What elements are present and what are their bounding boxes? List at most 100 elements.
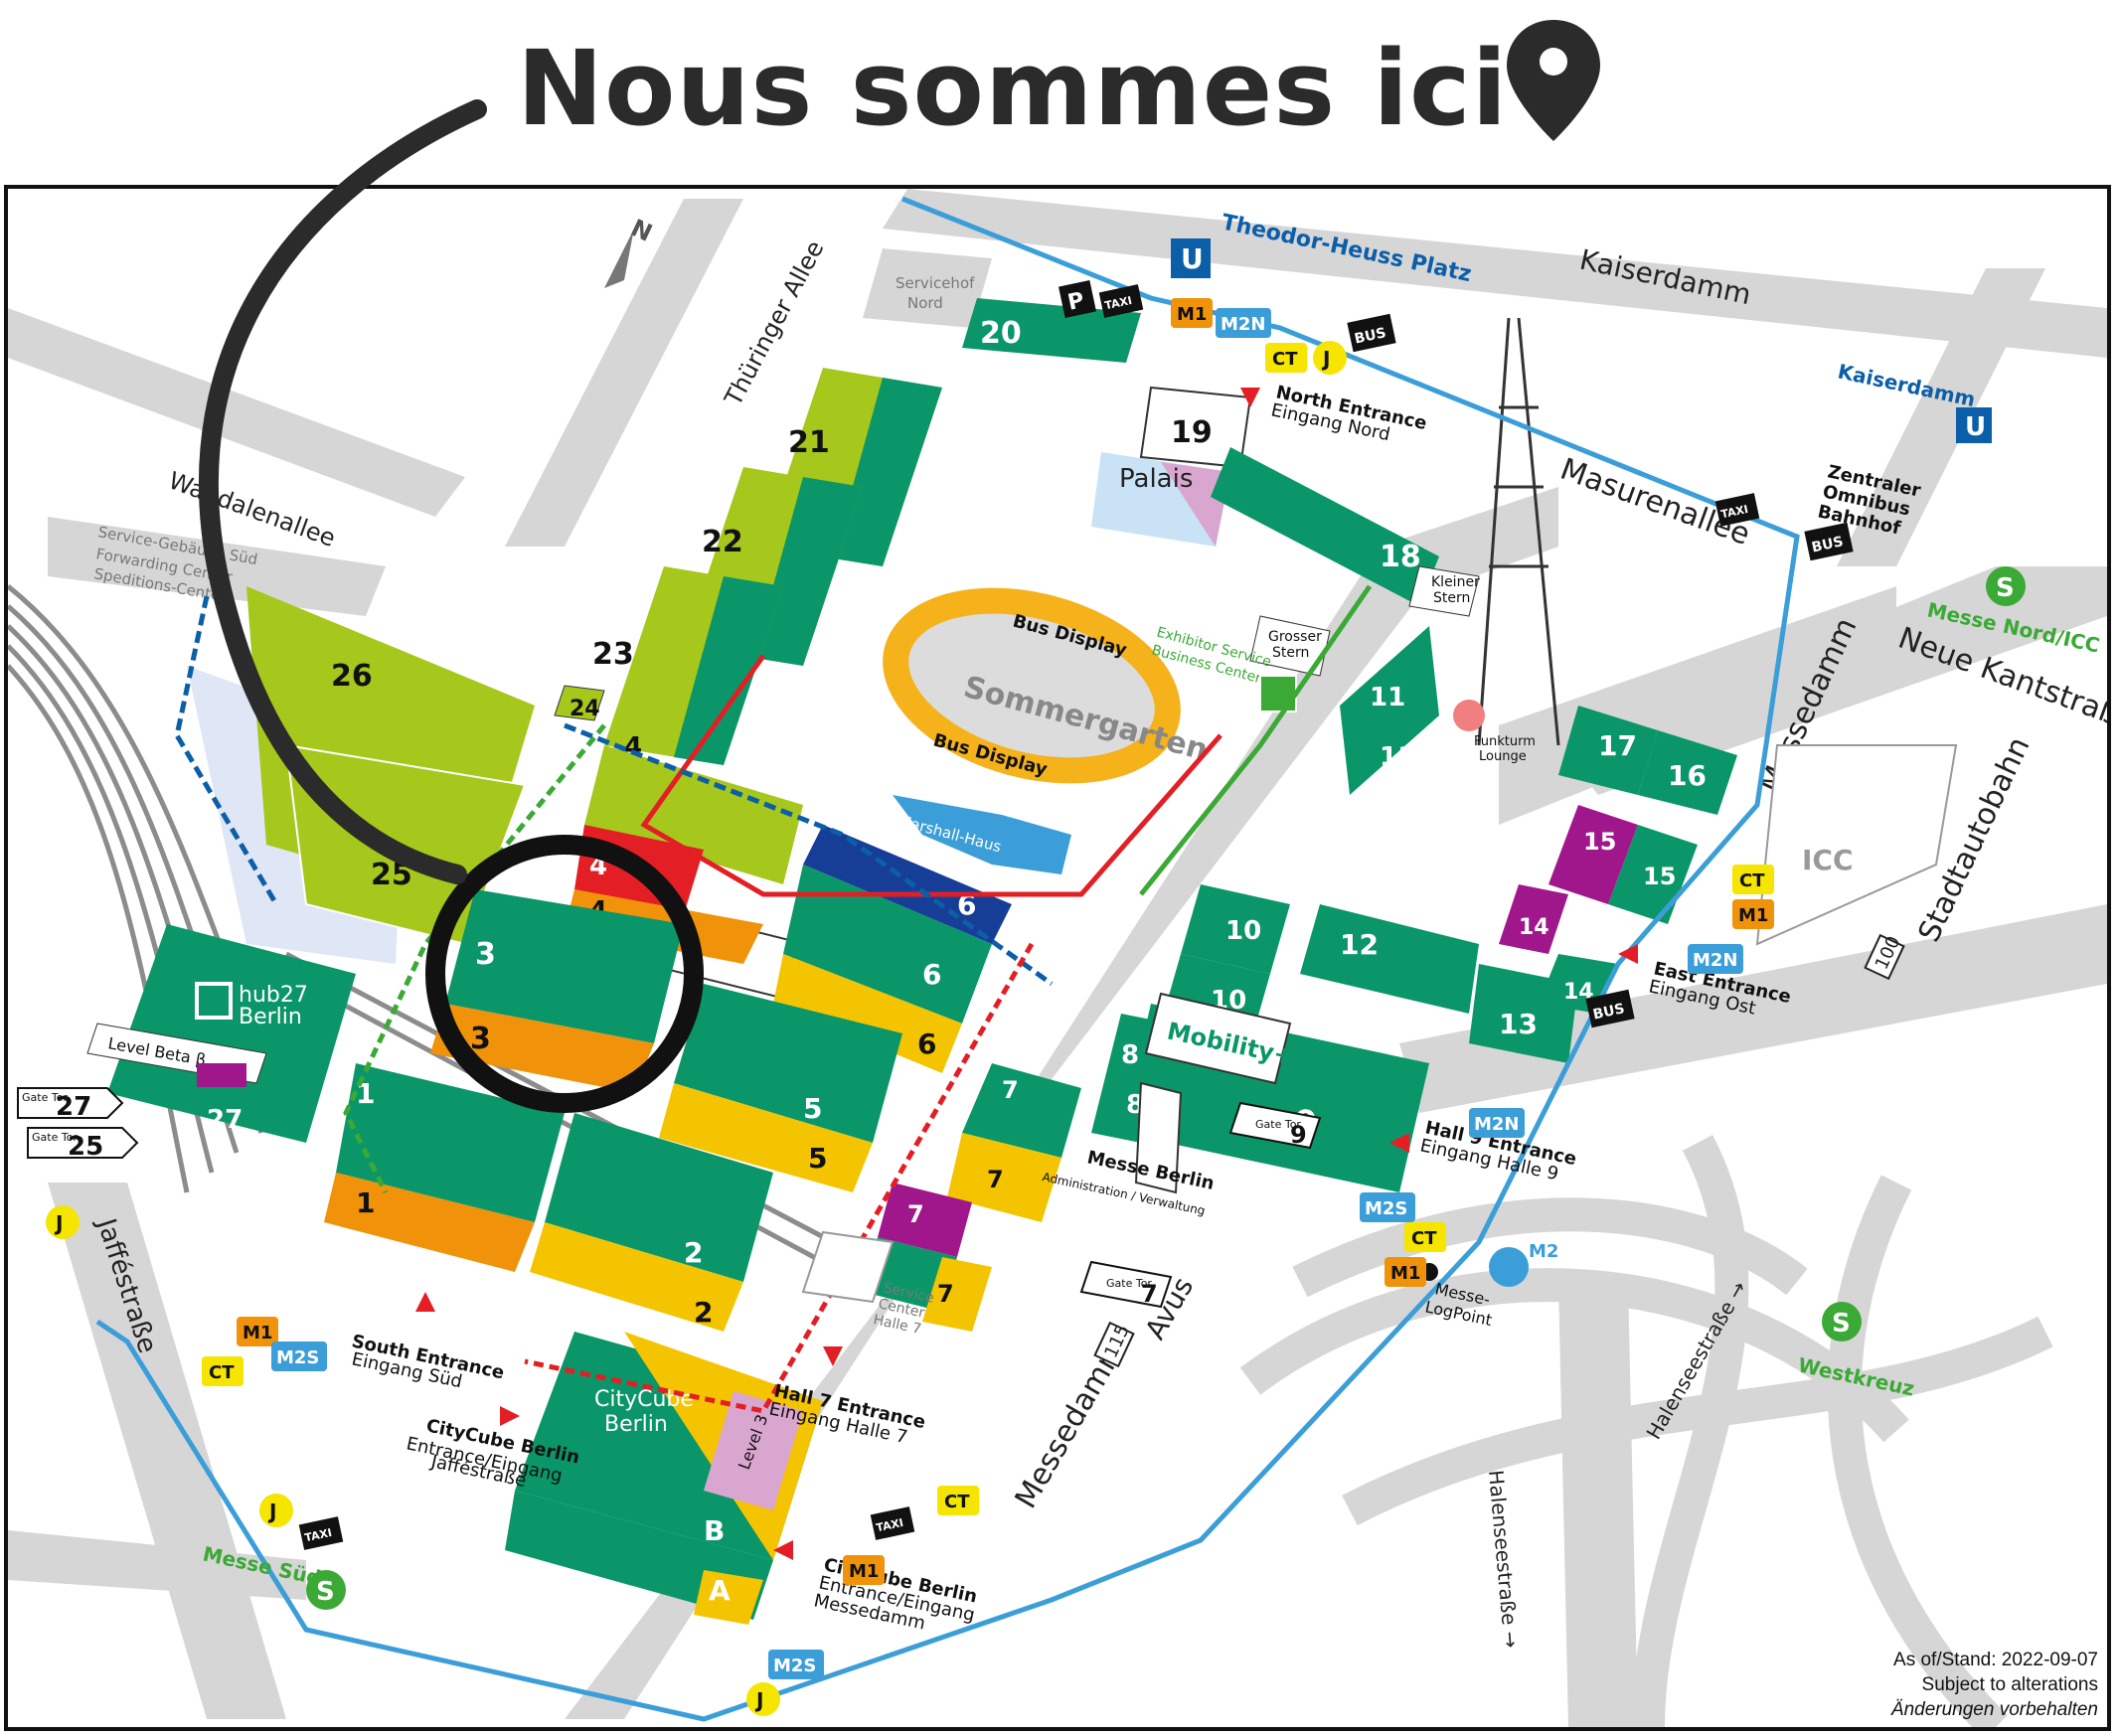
map-canvas: Servicehof Nord Service-Gebäude Süd Forw… (8, 189, 2107, 1727)
taxi-north-label: TAXI (1103, 294, 1133, 312)
hall-24[interactable] (554, 685, 605, 721)
hall-15-2[interactable] (1548, 805, 1638, 904)
hall-7-2a[interactable] (878, 1183, 972, 1257)
metro-m2n-north[interactable]: M2N (1216, 308, 1271, 338)
hall-2-2[interactable] (545, 1113, 773, 1282)
kleiner-stern-label: Kleiner (1431, 574, 1480, 590)
hall-11-1-label: 11 (1380, 742, 1415, 772)
hall-6-1[interactable] (773, 954, 962, 1073)
hall-5-3[interactable] (584, 745, 803, 884)
metro-m1-east[interactable]: M1 (1732, 899, 1774, 929)
ct-messedamm[interactable]: CT (937, 1486, 979, 1515)
hall-14-2[interactable] (1499, 884, 1568, 954)
hall-6-2-label: 6 (922, 958, 941, 991)
gate-25[interactable]: Gate Tor 25 (27, 1127, 139, 1162)
j-messedamm[interactable]: J (746, 1682, 780, 1716)
sbahn-messe-sued-s: S (316, 1577, 335, 1607)
hall-12-label: 12 (1340, 928, 1379, 961)
metro-m1-messedamm[interactable]: M1 (843, 1555, 885, 1585)
citycube-hall-a-label: A (709, 1574, 731, 1607)
metro-m1-messedamm-label: M1 (849, 1561, 879, 1582)
hall-6-3[interactable] (803, 825, 1012, 944)
j-south[interactable]: J (259, 1494, 293, 1527)
ct-west[interactable]: CT (202, 1356, 244, 1386)
metro-m1-north[interactable]: M1 (1171, 298, 1213, 328)
taxi-north[interactable]: TAXI (1098, 284, 1144, 318)
ubahn-theodor-heuss-icon (1171, 238, 1211, 278)
hall-4-2[interactable] (674, 984, 902, 1143)
taxi-zob-label: TAXI (1719, 503, 1749, 521)
hall-17[interactable] (1558, 706, 1658, 795)
metro-m1-west[interactable]: M1 (237, 1317, 278, 1346)
hall-10-2[interactable] (1181, 884, 1290, 974)
gate-27[interactable]: Gate Tor 27 (17, 1087, 124, 1122)
hall-11[interactable] (1340, 626, 1439, 795)
metro-m2n-hall9-label: M2N (1474, 1114, 1520, 1135)
mobility-building[interactable] (1144, 992, 1292, 1085)
taxi-messedamm[interactable]: TAXI (870, 1506, 915, 1540)
hub27-logo-icon (195, 982, 233, 1020)
j-north[interactable]: J (1313, 341, 1347, 375)
hall-2-1[interactable] (530, 1222, 743, 1332)
hall-21-label: 21 (788, 425, 830, 460)
hall-3-1[interactable] (430, 1004, 654, 1093)
metro-m1-hall9-label: M1 (1390, 1263, 1420, 1284)
gate-25-label: Gate Tor (32, 1131, 78, 1144)
gate-7[interactable]: Gate Tor 7 (1079, 1260, 1173, 1309)
you-are-here-circle (425, 835, 704, 1113)
ct-north[interactable]: CT (1265, 343, 1307, 373)
hall-14-2-label: 14 (1519, 915, 1549, 940)
hall-18[interactable] (1211, 447, 1439, 606)
hall-18-label: 18 (1380, 540, 1421, 574)
hall-12[interactable] (1300, 904, 1479, 1014)
exhibition-map: Servicehof Nord Service-Gebäude Süd Forw… (4, 185, 2111, 1731)
metro-m1-hall9[interactable]: M1 (1385, 1257, 1426, 1287)
kleiner-stern[interactable] (1408, 565, 1480, 617)
citycube-messedamm-arrow-icon (773, 1540, 793, 1560)
metro-m1-east-label: M1 (1738, 905, 1768, 926)
taxi-south[interactable]: TAXI (298, 1516, 344, 1550)
metro-m2n-east[interactable]: M2N (1688, 944, 1743, 974)
hall-7-1b[interactable] (947, 1133, 1061, 1222)
hall-16[interactable] (1638, 730, 1737, 815)
taxi-zob[interactable]: TAXI (1714, 493, 1760, 527)
marshall-haus[interactable] (893, 795, 1071, 874)
hall-7-2b[interactable] (962, 1063, 1081, 1158)
bus-east[interactable]: BUS (1585, 989, 1635, 1028)
ct-east[interactable]: CT (1732, 865, 1774, 894)
hall-1-2[interactable] (336, 1063, 565, 1222)
status-line-2: Subject to alterations (1921, 1674, 2098, 1695)
bus-zob[interactable]: BUS (1804, 522, 1854, 561)
ct-hall9-label: CT (1411, 1228, 1437, 1249)
hall-4-1[interactable] (659, 1083, 873, 1192)
south-entrance-arrow-icon (415, 1292, 435, 1312)
citycube-hall-a-yellow (694, 1570, 763, 1625)
hall-20-label: 20 (980, 316, 1022, 351)
taxi-south-label: TAXI (303, 1526, 333, 1544)
metro-m2s-hall9[interactable]: M2S (1360, 1192, 1415, 1222)
m2-bus-stop-icon (1489, 1247, 1529, 1287)
hall-3-2[interactable] (445, 889, 684, 1043)
ct-hall9[interactable]: CT (1404, 1222, 1446, 1252)
hall-27-hub27[interactable] (107, 924, 356, 1143)
metro-m2n-hall9[interactable]: M2N (1469, 1108, 1525, 1138)
gate-9[interactable]: Gate Tor 9 (1228, 1101, 1322, 1150)
hall-1-1[interactable] (324, 1173, 535, 1272)
bus-north[interactable]: BUS (1347, 313, 1396, 353)
hall-7-1a[interactable] (922, 1257, 992, 1332)
hall-20[interactable] (962, 298, 1141, 363)
bus-north-label: BUS (1353, 325, 1387, 347)
metro-m1-west-label: M1 (243, 1323, 272, 1343)
hall-13-label: 13 (1499, 1008, 1538, 1040)
parking-p1[interactable]: P (1059, 280, 1096, 318)
metro-m2s-west[interactable]: M2S (271, 1341, 327, 1371)
sbahn-messe-nord-s: S (1996, 573, 2015, 603)
hall-6-2[interactable] (783, 865, 992, 1024)
hall-23-label: 23 (592, 637, 634, 672)
servicehof-label: Servicehof (896, 274, 975, 292)
metro-m2s-south[interactable]: M2S (768, 1650, 824, 1679)
hall-19-label: 19 (1171, 415, 1213, 450)
j-west[interactable]: J (46, 1205, 80, 1239)
hub27-label: hub27 (239, 983, 308, 1008)
grosser-stern[interactable] (1249, 615, 1331, 677)
